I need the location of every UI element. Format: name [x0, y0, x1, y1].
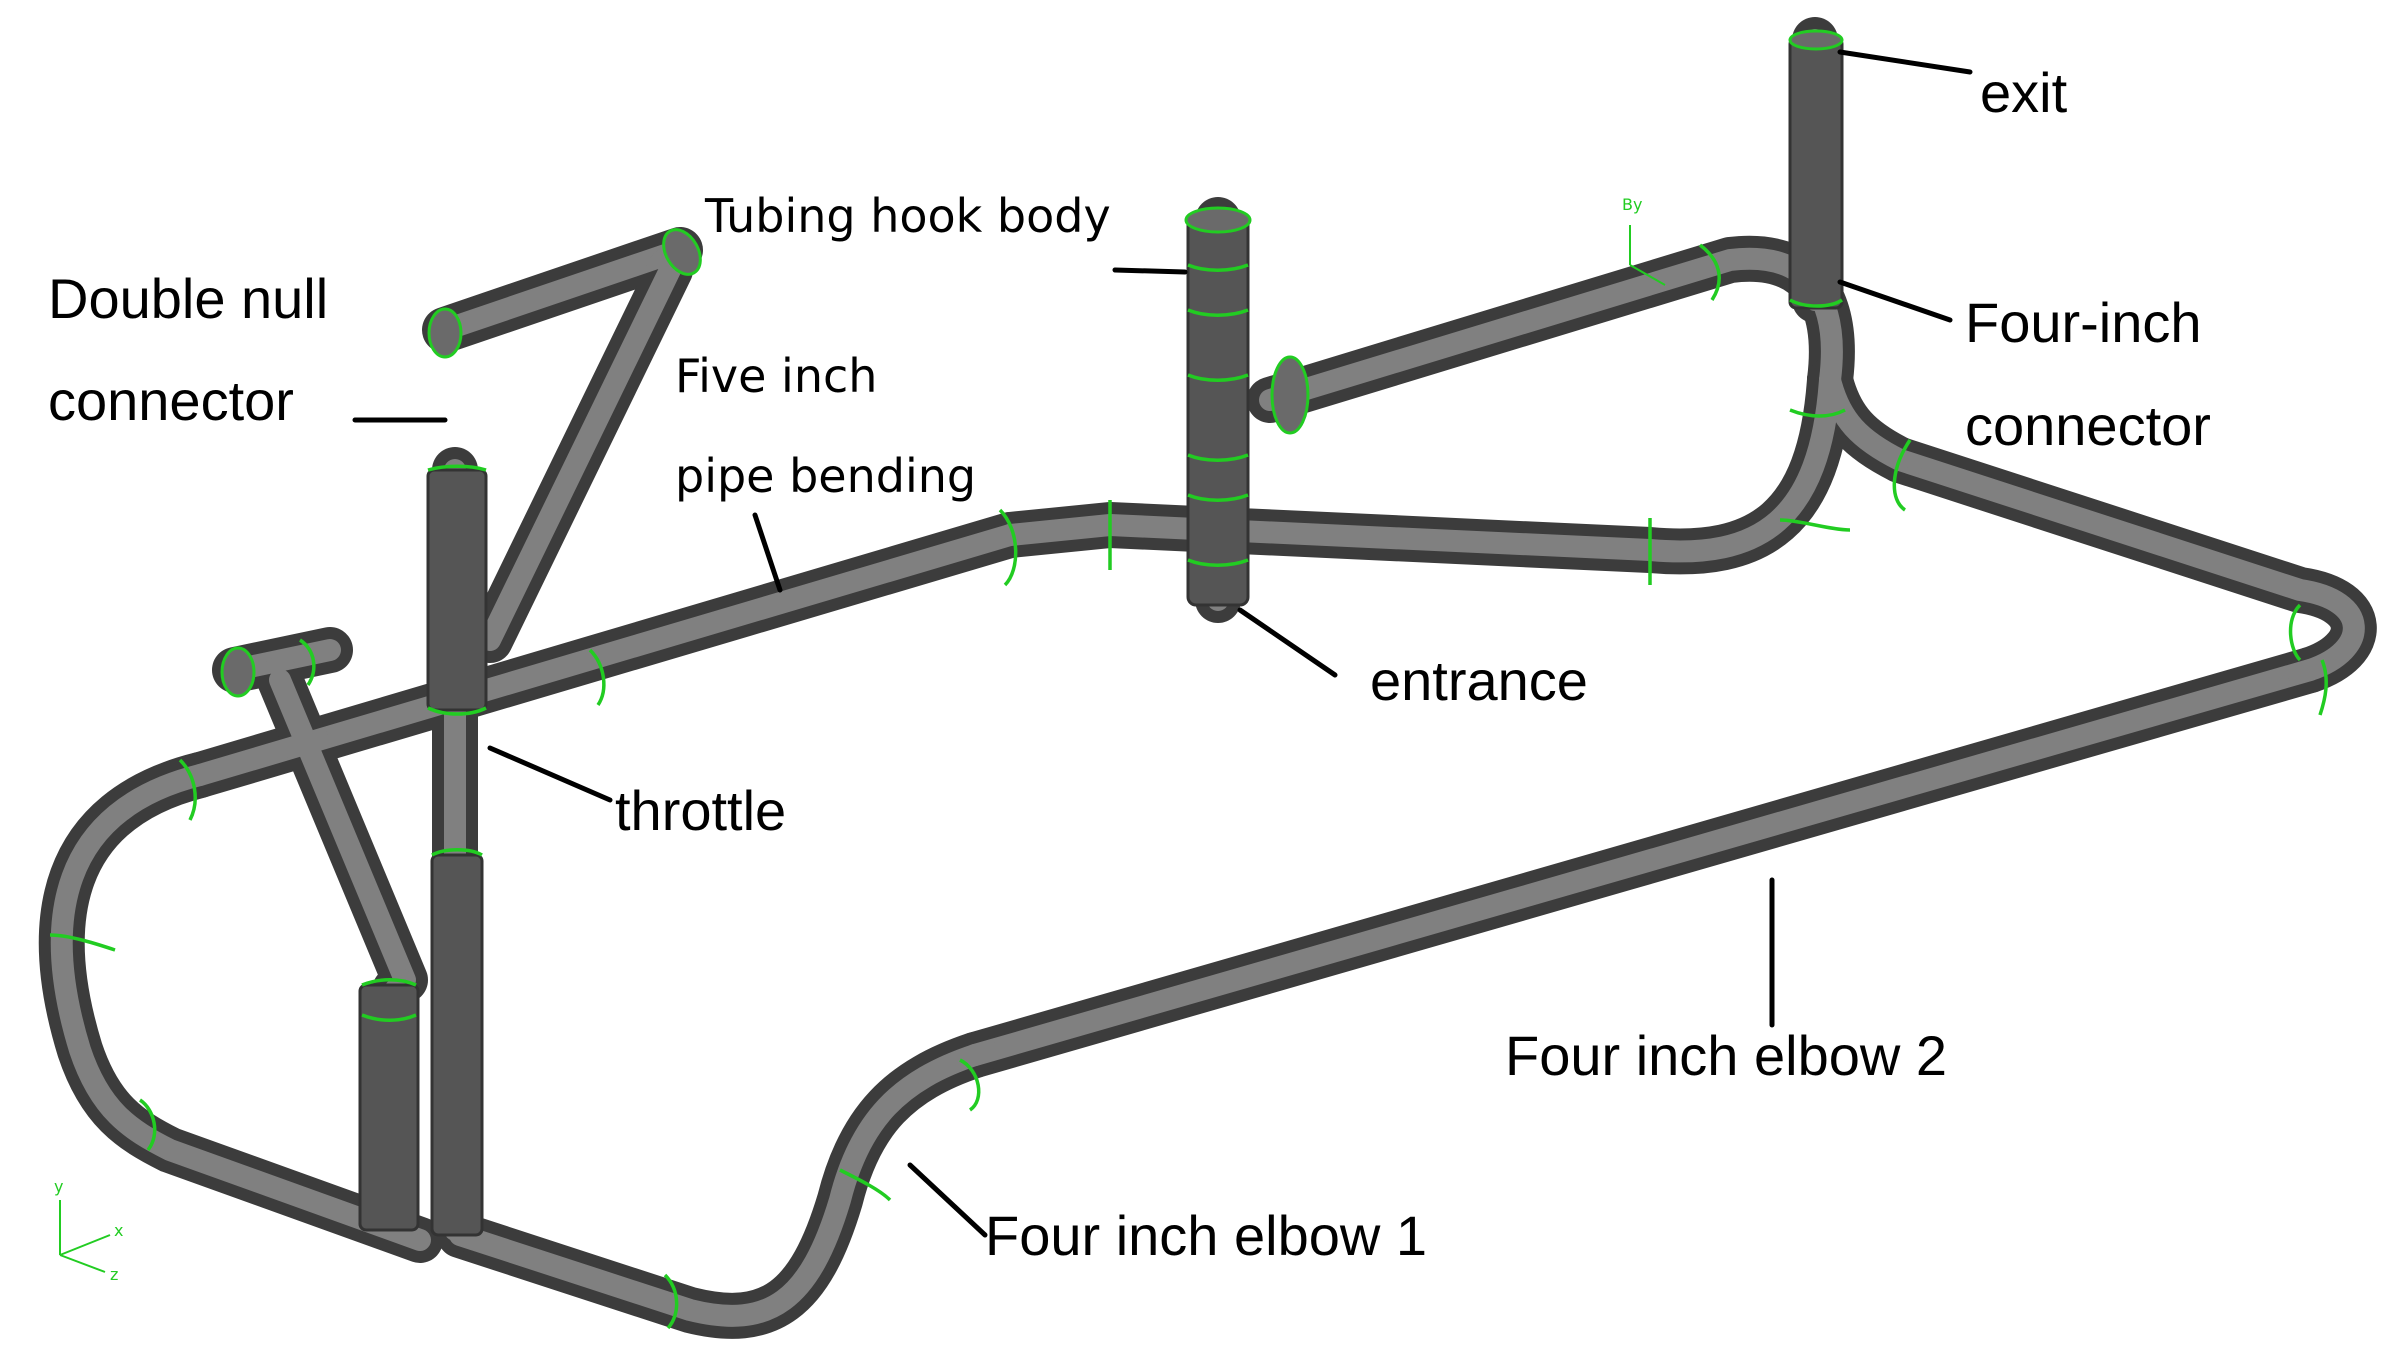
seam-rings — [49, 243, 2328, 1330]
left-bar-cap — [220, 646, 256, 698]
label-tubing-hook-body: Tubing hook body — [704, 189, 1111, 243]
label-four-inch-connector-line2: connector — [1965, 394, 2211, 457]
labels: exit Tubing hook body Double null connec… — [48, 61, 2211, 1267]
pipe-network — [38, 17, 2377, 1339]
upper-loop-cap — [1270, 355, 1310, 435]
svg-text:By: By — [1622, 195, 1642, 214]
label-entrance: entrance — [1370, 649, 1588, 712]
leader-entrance — [1237, 607, 1338, 678]
label-double-null-connector-line2: connector — [48, 369, 294, 432]
leader-four-inch-connector — [1837, 279, 1953, 323]
leader-lines — [352, 49, 1973, 1238]
entrance-body — [1186, 213, 1250, 607]
left-lower-body — [358, 983, 420, 1232]
axis-x-label: x — [114, 1221, 123, 1240]
label-four-inch-connector-line1: Four-inch — [1965, 291, 2202, 354]
label-five-inch-pipe-bending-line1: Five inch — [675, 349, 877, 403]
label-four-inch-elbow-2: Four inch elbow 2 — [1505, 1024, 1947, 1087]
label-four-inch-elbow-1: Four inch elbow 1 — [985, 1204, 1427, 1267]
label-throttle: throttle — [615, 779, 786, 842]
connector-bar-cap-right — [662, 228, 702, 276]
axis-triad: y x z — [54, 1177, 123, 1284]
throttle-lower-body — [430, 853, 484, 1237]
label-five-inch-pipe-bending-line2: pipe bending — [675, 449, 976, 503]
leader-four-inch-elbow-1 — [907, 1162, 988, 1238]
leader-five-inch-pipe-bending — [752, 512, 783, 593]
local-axis-marker: By — [1622, 195, 1666, 286]
axis-y-label: y — [54, 1177, 63, 1196]
entrance-cap — [1184, 206, 1252, 234]
connector-bar-cap-left — [427, 307, 463, 359]
leader-throttle — [487, 745, 613, 803]
label-exit: exit — [1980, 61, 2068, 124]
exit-body — [1788, 36, 1844, 310]
exit-cap — [1788, 29, 1844, 51]
leader-exit — [1837, 49, 1973, 75]
throttle-upper-body — [426, 468, 488, 712]
leader-tubing-hook-body — [1112, 267, 1188, 275]
label-double-null-connector-line1: Double null — [48, 267, 328, 330]
axis-z-label: z — [110, 1265, 118, 1284]
